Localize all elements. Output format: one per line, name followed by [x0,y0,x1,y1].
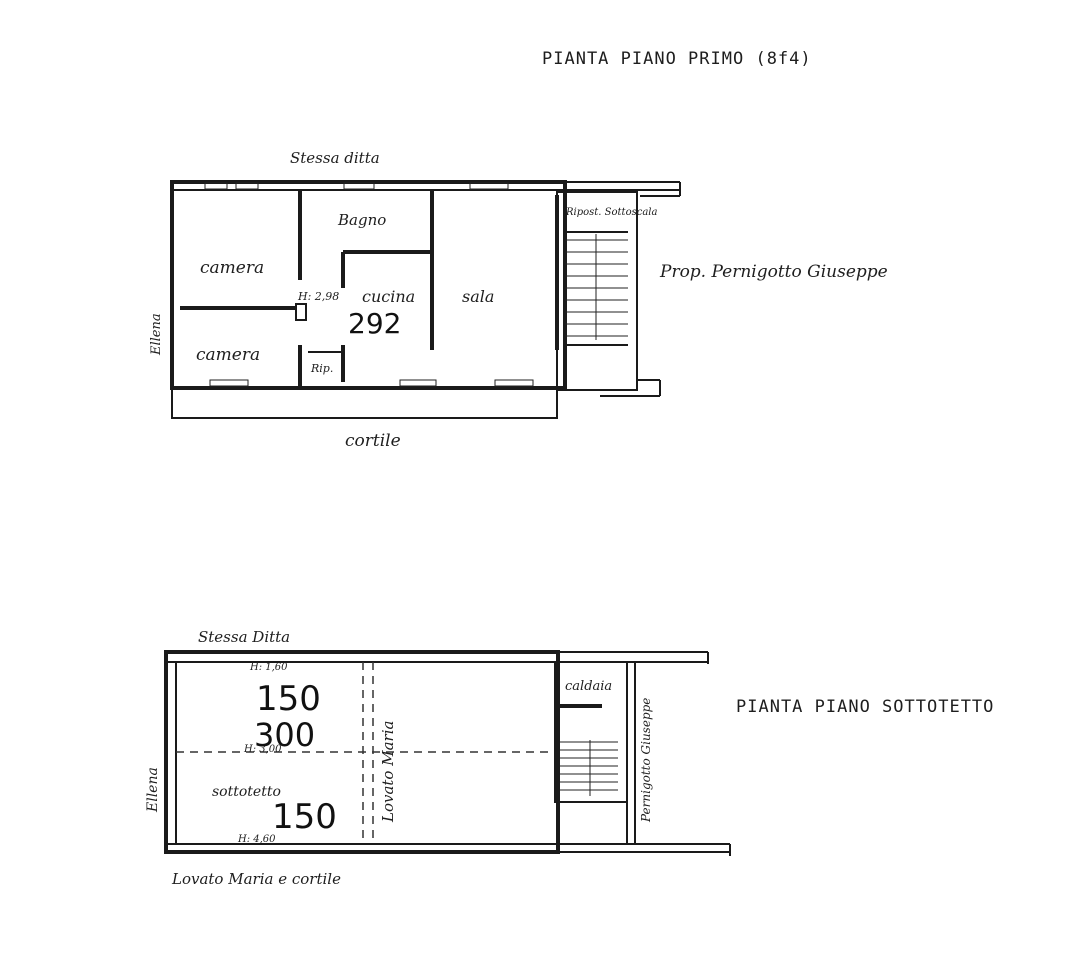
first-floor-stair-block [556,191,638,391]
attic-height-bottom: H: 4,60 [237,834,276,845]
room-rip: Rip. [310,362,333,375]
attic-height-top: H: 1,60 [249,662,288,673]
room-cucina: cucina [362,287,415,306]
attic-bottom-label: Lovato Maria e cortile [171,870,341,888]
first-floor-left-neighbor: Ellena [149,313,164,356]
first-floor-windows [204,182,534,387]
room-caldaia: caldaia [565,679,612,694]
attic-floor-title: PIANTA PIANO SOTTOTETTO [736,697,994,717]
first-floor-bottom-label: cortile [345,431,401,451]
first-floor-title: PIANTA PIANO PRIMO (8f4) [542,49,812,69]
room-bagno: Bagno [337,211,386,229]
attic-floor-plan [164,650,731,856]
attic-right-neighbor: Pernigotto Giuseppe [639,698,653,823]
attic-top-neighbor: Stessa Ditta [198,628,290,646]
room-sottotetto: sottotetto [212,784,281,800]
attic-height-mid: H: 3,00 [243,744,282,755]
attic-stair-treads [560,740,618,796]
attic-left-neighbor: Ellena [145,767,161,813]
first-floor-top-neighbor: Stessa ditta [290,149,380,167]
attic-handwritten-300: 300 [254,716,315,754]
attic-middle-neighbor: Lovato Maria [379,721,397,823]
room-sala: sala [462,287,494,306]
room-camera-top: camera [200,258,264,278]
attic-handwritten-150-top: 150 [256,679,321,719]
first-floor-right-neighbor: Prop. Pernigotto Giuseppe [659,262,888,282]
first-floor-height: H: 2,98 [297,290,339,303]
first-floor-plan [170,180,681,419]
first-floor-stair-treads [565,231,628,346]
room-camera-bottom: camera [196,345,260,365]
room-ripostiglio: Ripost. Sottoscala [565,207,657,218]
attic-handwritten-150-bottom: 150 [272,797,337,837]
first-floor-handwritten-number: 292 [348,307,401,340]
